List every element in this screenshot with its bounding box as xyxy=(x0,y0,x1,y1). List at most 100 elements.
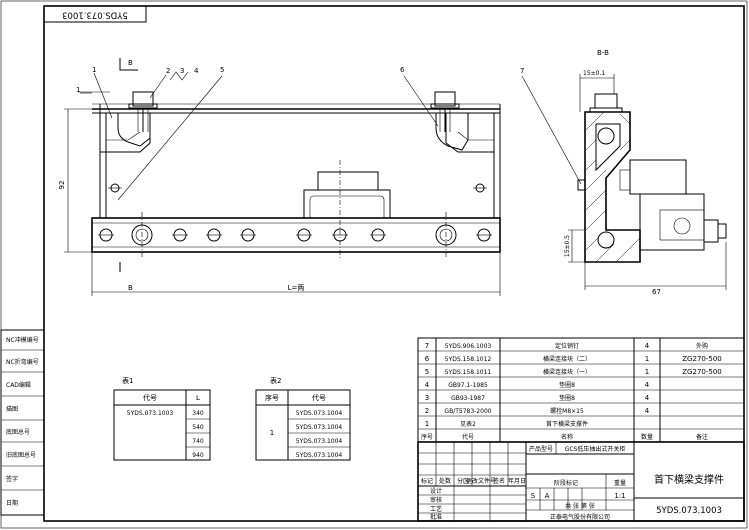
bom-cell: 7 xyxy=(425,342,429,350)
balloon: 3 xyxy=(180,67,184,75)
offset-dim: 15±0.1 xyxy=(583,70,605,77)
product-name: GCS低压抽出式开关柜 xyxy=(565,445,626,453)
lower-offset-dim: 15±0.5 xyxy=(564,235,571,257)
role-label: 审核 xyxy=(430,496,442,504)
table-caption: 表1 xyxy=(122,376,133,385)
front-view: B B 92 L=两 1 1 2 3 4 5 6 xyxy=(58,58,501,296)
svg-text:5YDS.073.1003: 5YDS.073.1003 xyxy=(62,10,128,20)
bom-cell: 定位销钉 xyxy=(555,342,579,350)
company-label: 正泰电气股份有限公司 xyxy=(550,513,610,521)
bom-cell: 4 xyxy=(645,342,650,350)
review-header: 标记 xyxy=(421,477,433,485)
table-caption: 表2 xyxy=(270,376,281,385)
balloon: 5 xyxy=(220,66,224,74)
bom-header: 数量 xyxy=(641,433,653,441)
bom-cell: 1 xyxy=(645,355,649,363)
bom-cell: 横梁连接块（二） xyxy=(543,355,591,363)
bom-cell: 垫圈8 xyxy=(559,381,575,389)
margin-label: 签字 xyxy=(6,475,18,483)
review-header: 处数 xyxy=(439,477,451,485)
role-label: 工艺 xyxy=(430,505,442,513)
left-margin-stamp: NC冲模编号 NC折弯编号 CAD编辑 描图 底图总号 旧底图总号 签字 日期 xyxy=(0,329,45,516)
bom-cell: GB93-1987 xyxy=(451,395,485,402)
bom-cell: 4 xyxy=(645,394,650,402)
bom-cell: 横梁连接块（一） xyxy=(543,368,591,376)
bom-table: 7 5YDS.906.1003 定位销钉 4 外购 6 5YDS.158.101… xyxy=(417,337,745,443)
table-header: L xyxy=(196,394,200,402)
stage-s: S xyxy=(531,492,536,500)
table-cell: 5YDS.073.1004 xyxy=(296,438,343,445)
margin-label: CAD编辑 xyxy=(6,381,31,389)
bom-cell: 见表2 xyxy=(460,420,476,428)
bom-header: 名称 xyxy=(561,433,573,441)
bom-cell: GB/T5783-2000 xyxy=(444,408,491,415)
bom-cell: 6 xyxy=(425,355,430,363)
table-cell: 5YDS.073.1004 xyxy=(296,424,343,431)
scale-value: 1:1 xyxy=(614,492,625,500)
product-line-label: 产品型号 xyxy=(529,445,553,453)
margin-label: 底图总号 xyxy=(6,428,30,436)
bom-cell: GB97.1-1985 xyxy=(448,382,488,389)
table-header: 序号 xyxy=(265,393,279,402)
bom-cell: 1 xyxy=(645,368,649,376)
review-header: 年月日 xyxy=(508,477,526,485)
bom-cell: 3 xyxy=(425,394,429,402)
balloon: 1 xyxy=(92,66,96,74)
bom-cell: 5YDS.158.1011 xyxy=(445,369,492,376)
title-block: 标记 处数 分区 更改文件号 签名 年月日 设计 审核 工艺 批准 产品型号 G… xyxy=(417,441,745,522)
inner-border xyxy=(43,5,745,522)
review-header: 分区 xyxy=(457,477,469,485)
margin-label: 描图 xyxy=(6,405,18,413)
table-cell: 540 xyxy=(192,424,204,431)
cut-mark-label: B xyxy=(128,284,133,292)
section-label: B-B xyxy=(597,49,609,57)
bom-cell: 螺栓M8×15 xyxy=(550,407,584,415)
table-cell: 940 xyxy=(192,452,204,459)
balloon: 7 xyxy=(520,67,524,75)
table-cell: 1 xyxy=(270,429,274,437)
table-cell: 5YDS.073.1004 xyxy=(296,452,343,459)
bom-cell: 5YDS.906.1003 xyxy=(445,343,492,350)
table-1: 表1 代号 L 5YDS.073.1003 340 540 740 940 xyxy=(113,376,211,461)
table-2: 表2 序号 代号 1 5YDS.073.1004 5YDS.073.1004 5… xyxy=(255,376,351,461)
cut-mark-label: B xyxy=(128,59,133,67)
weight-label: 重量 xyxy=(614,479,626,487)
stage-a: A xyxy=(545,492,550,500)
role-label: 设计 xyxy=(430,487,442,495)
table-cell: 340 xyxy=(192,410,204,417)
sheet-label: 共 张 第 张 xyxy=(565,502,595,510)
bom-cell: 4 xyxy=(645,407,650,415)
margin-label: NC折弯编号 xyxy=(6,358,39,366)
bom-cell: ZG270-500 xyxy=(682,368,721,376)
review-header: 更改文件号 xyxy=(466,477,496,485)
drawing-number: 5YDS.073.1003 xyxy=(656,506,722,516)
bom-header: 代号 xyxy=(462,433,474,441)
table-cell: 5YDS.073.1004 xyxy=(296,410,343,417)
bom-cell: 外购 xyxy=(696,342,708,350)
depth-dim: 67 xyxy=(652,288,661,296)
bom-cell: 垫圈8 xyxy=(559,394,575,402)
margin-label: 旧底图总号 xyxy=(6,451,36,459)
bom-cell: 2 xyxy=(425,407,429,415)
height-dim: 92 xyxy=(58,181,66,190)
bom-header: 备注 xyxy=(696,433,708,441)
balloon: 2 xyxy=(166,67,170,75)
bom-cell: 4 xyxy=(645,381,650,389)
margin-label: 日期 xyxy=(6,499,18,507)
bom-cell: 5YDS.158.1012 xyxy=(445,356,492,363)
balloon: 4 xyxy=(194,67,199,75)
table-cell: 740 xyxy=(192,438,204,445)
balloon: 1 xyxy=(76,86,80,94)
review-header: 签名 xyxy=(493,477,505,485)
length-dim: L=两 xyxy=(288,284,305,292)
bom-cell: ZG270-500 xyxy=(682,355,721,363)
bom-cell: 5 xyxy=(425,368,429,376)
stage-label: 阶段标记 xyxy=(554,479,578,487)
bom-cell: 首下横梁支撑件 xyxy=(546,420,588,428)
bom-cell: 4 xyxy=(425,381,430,389)
balloon: 6 xyxy=(400,66,405,74)
table-header: 代号 xyxy=(143,393,157,402)
margin-label: NC冲模编号 xyxy=(6,336,39,344)
